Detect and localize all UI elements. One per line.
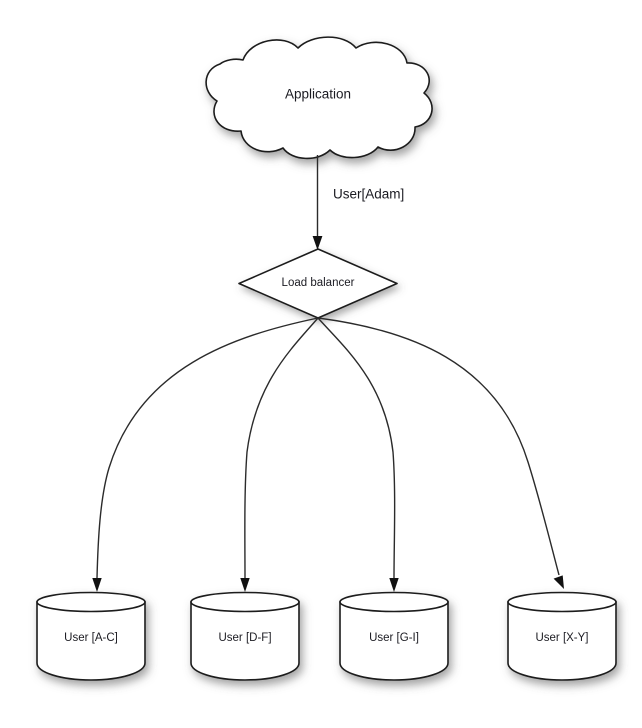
edge-balancer-to-shard-1 [92,317,319,592]
node-shard-3[interactable]: User [G-I] [339,591,449,681]
node-shard-4[interactable]: User [X-Y] [507,591,617,681]
shard-4-cylinder-top [507,591,617,613]
shard-2-cylinder-body [190,601,300,681]
edges-balancer-to-shards [92,317,564,592]
shard-3-label: User [G-I] [369,632,419,644]
edge-application-to-balancer: User[Adam] [312,155,404,250]
node-load-balancer[interactable]: Load balancer [238,248,398,319]
edge-curve-shard-3 [317,317,396,579]
load-balancer-label: Load balancer [282,277,355,289]
node-shard-1[interactable]: User [A-C] [36,591,146,681]
edge-curve-shard-1 [96,317,319,579]
shard-2-cylinder-top [190,591,300,613]
shard-1-cylinder-body [36,601,146,681]
edge-curve-shard-2 [244,317,319,579]
edge-curve-shard-4 [317,317,560,576]
shard-4-cylinder-body [507,601,617,681]
edge-label-user-adam: User[Adam] [333,187,404,202]
shard-1-cylinder-top [36,591,146,613]
shard-1-label: User [A-C] [64,632,118,644]
node-shard-2[interactable]: User [D-F] [190,591,300,681]
shard-4-label: User [X-Y] [535,632,588,644]
arrowhead-app-to-lb [312,236,323,250]
arrowhead-shard-3 [389,578,399,592]
edge-balancer-to-shard-2 [240,317,319,592]
arrowhead-shard-4 [553,575,564,589]
node-application-cloud[interactable]: Application [205,36,433,160]
application-label: Application [285,87,351,102]
arrowhead-shard-2 [240,578,250,592]
edge-balancer-to-shard-3 [317,317,399,592]
shard-3-cylinder-body [339,601,449,681]
arrowhead-shard-1 [92,578,102,592]
shard-2-label: User [D-F] [218,632,271,644]
shard-3-cylinder-top [339,591,449,613]
edge-balancer-to-shard-4 [317,317,564,589]
